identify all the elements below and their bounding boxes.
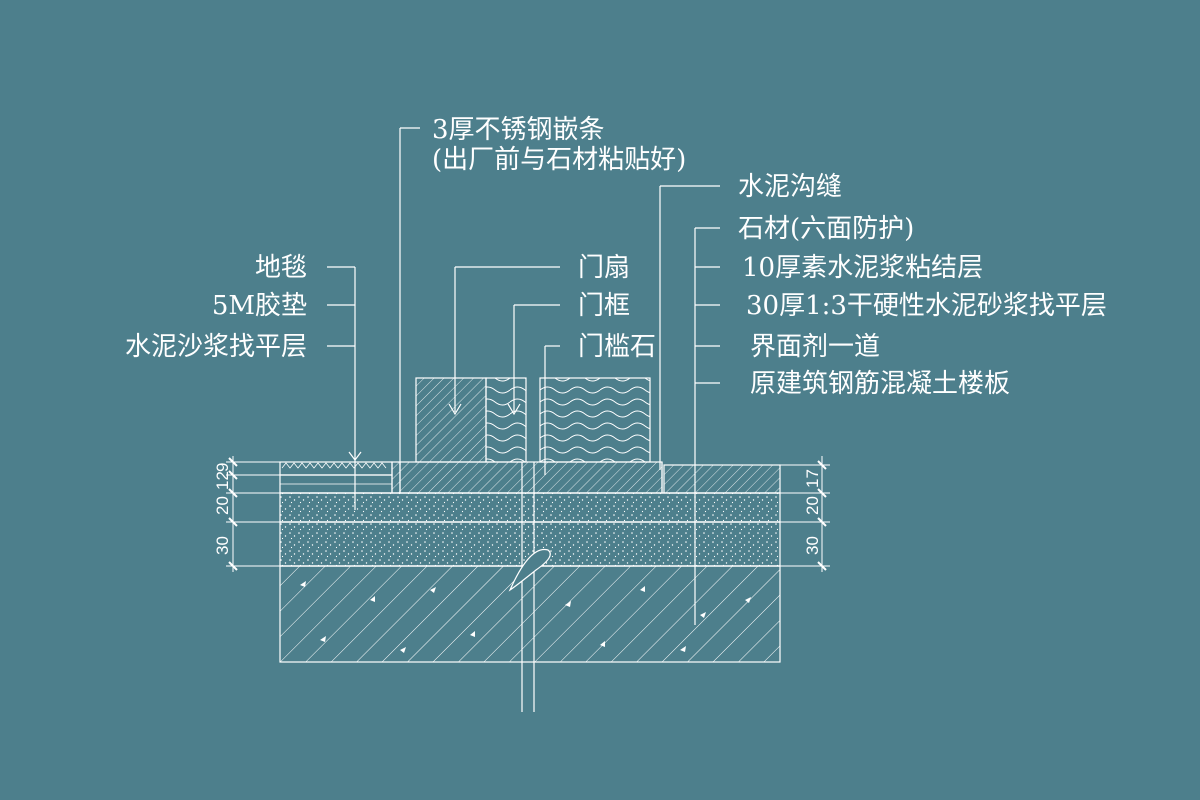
label-bonding-layer: 10厚素水泥浆粘结层 bbox=[742, 253, 983, 283]
dim-right-20: 20 bbox=[803, 496, 822, 515]
dimension-right bbox=[778, 456, 830, 572]
label-cement-screed: 水泥沙浆找平层 bbox=[125, 332, 307, 362]
dim-right-17: 17 bbox=[803, 469, 822, 488]
mortar-layer-20 bbox=[279, 492, 781, 523]
label-door-frame: 门框 bbox=[578, 291, 630, 321]
label-steel-strip-note: (出厂前与石材粘贴好) bbox=[432, 145, 686, 175]
dimension-texts-left: 30 20 12 9 bbox=[213, 463, 232, 555]
dim-left-12: 12 bbox=[213, 471, 232, 490]
label-interface-agent: 界面剂一道 bbox=[750, 332, 880, 362]
dim-left-9: 9 bbox=[213, 463, 232, 472]
label-threshold-stone: 门槛石 bbox=[578, 332, 656, 362]
leader-lines bbox=[327, 127, 720, 625]
dim-right-30: 30 bbox=[803, 536, 822, 555]
door-leaf-shape bbox=[415, 377, 487, 463]
label-dry-mortar: 30厚1:3干硬性水泥砂浆找平层 bbox=[746, 291, 1107, 321]
stone-slab bbox=[663, 464, 781, 494]
door-frame-shape bbox=[485, 377, 527, 463]
labels-middle: 门扇 门框 门槛石 bbox=[578, 253, 656, 362]
dim-left-20: 20 bbox=[213, 496, 232, 515]
label-cement-joint: 水泥沟缝 bbox=[738, 172, 842, 202]
labels-top: 3厚不锈钢嵌条 (出厂前与石材粘贴好) bbox=[432, 115, 686, 175]
dim-left-30: 30 bbox=[213, 536, 232, 555]
label-rubber-pad: 5M胶垫 bbox=[212, 291, 307, 321]
label-carpet: 地毯 bbox=[255, 253, 307, 283]
concrete-slab bbox=[279, 565, 781, 663]
label-stone: 石材(六面防护) bbox=[738, 214, 914, 244]
labels-left: 地毯 5M胶垫 水泥沙浆找平层 bbox=[125, 253, 307, 362]
label-concrete-slab: 原建筑钢筋混凝土楼板 bbox=[750, 369, 1010, 399]
threshold-stone-slab bbox=[399, 461, 663, 494]
section-body bbox=[279, 377, 781, 712]
dimension-left bbox=[226, 456, 282, 572]
threshold-upper-shape bbox=[539, 377, 651, 463]
labels-right: 水泥沟缝 石材(六面防护) 10厚素水泥浆粘结层 30厚1:3干硬性水泥砂浆找平… bbox=[738, 172, 1107, 399]
label-steel-strip: 3厚不锈钢嵌条 bbox=[432, 115, 605, 145]
dimension-texts-right: 30 20 17 bbox=[803, 469, 822, 555]
steel-strip bbox=[391, 461, 401, 494]
slab-aggregate bbox=[300, 581, 751, 653]
label-door-leaf: 门扇 bbox=[578, 253, 630, 283]
